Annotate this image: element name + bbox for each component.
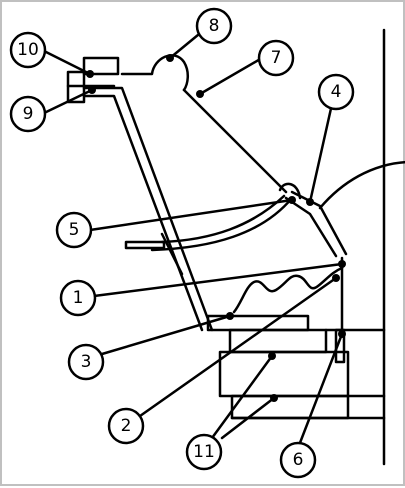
- callout-11: [185, 433, 223, 471]
- callout-4-label: 4: [331, 82, 342, 102]
- mount-bracket-top: [82, 56, 120, 76]
- wavy-spring: [232, 266, 344, 314]
- callout-3-label: 3: [81, 352, 92, 372]
- blade-upper: [290, 190, 348, 256]
- callout-6-label: 6: [293, 450, 304, 470]
- callout-5: [55, 211, 93, 249]
- callout-6: [279, 441, 317, 479]
- handle-bar: [124, 240, 166, 250]
- callout-8-label: 8: [209, 16, 220, 36]
- top-loop: [120, 54, 189, 92]
- main-arm-inner: [82, 94, 204, 332]
- lower-block-2: [230, 394, 350, 420]
- curved-lever: [150, 196, 294, 252]
- callout-9-label: 9: [23, 104, 34, 124]
- callout-10: [9, 31, 47, 69]
- leader-10: [40, 48, 92, 76]
- dome-curve: [318, 160, 405, 210]
- leader-1: [92, 262, 344, 298]
- leader-dots: [86, 54, 346, 402]
- callout-10-label: 10: [17, 40, 39, 60]
- leader-11b: [220, 396, 276, 440]
- leader-5: [88, 198, 294, 232]
- leader-11a: [210, 354, 274, 440]
- callout-1-label: 1: [73, 288, 84, 308]
- callout-3: [67, 343, 105, 381]
- callout-2: [107, 407, 145, 445]
- main-arm-outer: [82, 86, 214, 332]
- callout-7-label: 7: [271, 48, 282, 68]
- handle-post: [160, 232, 184, 276]
- leader-4: [308, 102, 334, 204]
- callout-9: [9, 95, 47, 133]
- callouts: [9, 7, 355, 479]
- leader-3: [100, 314, 232, 356]
- curved-lever-inner: [160, 194, 286, 244]
- leader-7: [198, 56, 264, 96]
- blade-lower: [284, 196, 338, 258]
- callout-5-label: 5: [69, 220, 80, 240]
- callout-11-label: 11: [193, 442, 215, 462]
- leader-6: [296, 332, 344, 450]
- mount-bracket-side: [66, 70, 86, 104]
- callout-8: [195, 7, 233, 45]
- leader-9: [40, 88, 94, 116]
- small-post: [334, 328, 346, 364]
- callout-4: [317, 73, 355, 111]
- side-frame: [230, 328, 386, 420]
- callout-2-label: 2: [121, 416, 132, 436]
- callout-7: [257, 39, 295, 77]
- callout-1: [59, 279, 97, 317]
- link-rod: [182, 88, 288, 194]
- leader-2: [138, 276, 338, 418]
- lower-block-1: [218, 350, 350, 398]
